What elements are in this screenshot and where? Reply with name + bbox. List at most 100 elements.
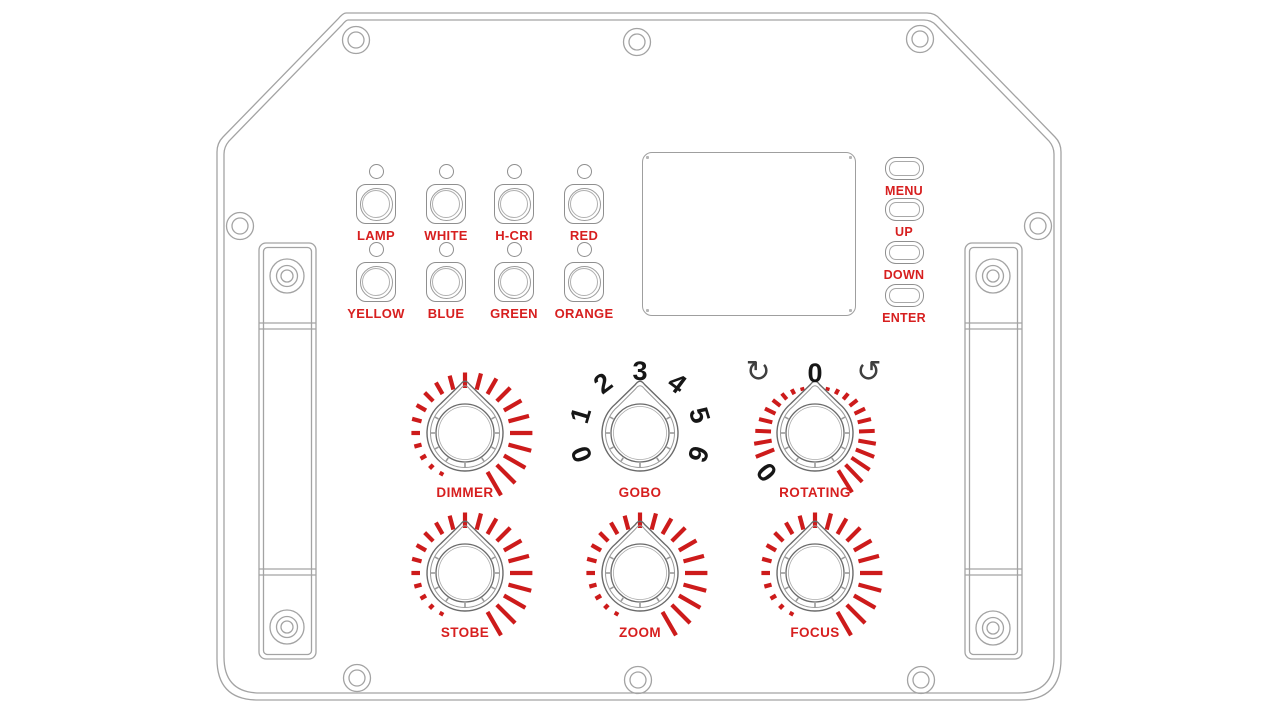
scale-tick <box>423 391 435 403</box>
button-group-white: WHITE <box>408 164 484 243</box>
scale-tick <box>598 531 610 543</box>
scale-tick <box>603 603 610 610</box>
gobo-scale-number: 0 <box>565 442 598 466</box>
scale-tick <box>845 526 862 543</box>
scale-tick <box>434 521 445 536</box>
scale-tick <box>769 593 778 601</box>
scale-tick <box>507 582 532 593</box>
scale-tick <box>485 377 499 396</box>
display-corner-mark <box>849 309 852 312</box>
scale-tick <box>586 556 598 564</box>
scale-tick <box>502 593 527 610</box>
up-button-group: UP <box>866 198 942 239</box>
scale-tick <box>753 438 773 446</box>
scale-tick <box>413 442 423 449</box>
orange-button[interactable] <box>564 262 604 302</box>
panel-outline-outer <box>216 12 1062 701</box>
scale-tick <box>858 428 875 434</box>
knurl-notch <box>784 586 789 590</box>
mounting-holes <box>225 24 1053 695</box>
scale-tick <box>495 603 517 625</box>
lamp-button[interactable] <box>356 184 396 224</box>
scale-tick <box>622 515 631 531</box>
knurl-notch <box>666 556 671 560</box>
scale-tick <box>682 582 707 593</box>
scale-tick <box>447 515 456 531</box>
button-group-lamp: LAMP <box>338 164 414 243</box>
knob-cap-circle-inner <box>788 406 842 460</box>
scale-tick <box>857 438 877 446</box>
knurl-notch <box>620 597 624 602</box>
knurl-notch <box>491 446 496 450</box>
scale-tick <box>434 381 445 396</box>
knurl-notch <box>491 556 496 560</box>
scale-tick <box>649 512 658 531</box>
dimmer-knob-label: DIMMER <box>436 485 494 500</box>
knob-cap-circle-inner <box>438 546 492 600</box>
button-group-red: RED <box>546 164 622 243</box>
up-button[interactable] <box>884 198 924 221</box>
scale-tick <box>485 610 503 637</box>
scale-tick <box>415 403 428 413</box>
scale-tick <box>853 406 866 416</box>
left-handle-rail <box>258 242 317 660</box>
knurl-notch <box>481 457 485 462</box>
stobe-knob[interactable] <box>380 488 550 658</box>
knurl-notch <box>666 586 671 590</box>
knob-group-zoom: ZOOM <box>555 488 725 658</box>
h-cri-led-indicator <box>506 164 522 179</box>
red-button[interactable] <box>564 184 604 224</box>
scale-tick <box>428 603 435 610</box>
scale-tick <box>485 470 503 497</box>
knurl-notch <box>609 586 614 590</box>
scale-tick <box>764 406 777 416</box>
gobo-scale-number: 6 <box>682 442 715 466</box>
knob-pointer-inner-line <box>780 385 850 468</box>
knurl-notch <box>609 556 614 560</box>
white-led-indicator <box>438 164 454 179</box>
scale-tick <box>855 447 875 459</box>
focus-knob[interactable] <box>730 488 900 658</box>
gobo-scale-number: 1 <box>564 404 597 427</box>
knurl-notch <box>434 586 439 590</box>
scale-tick <box>502 538 523 553</box>
knurl-notch <box>481 597 485 602</box>
scale-tick <box>788 610 795 617</box>
scale-tick <box>833 388 841 396</box>
scale-tick <box>797 515 806 531</box>
dimmer-knob[interactable] <box>380 348 550 518</box>
menu-button[interactable] <box>884 157 924 180</box>
enter-button[interactable] <box>884 284 924 307</box>
knurl-notch <box>795 457 799 462</box>
scale-tick <box>848 398 859 408</box>
display-corner-mark <box>646 156 649 159</box>
scale-tick <box>670 603 692 625</box>
lamp-button-label: LAMP <box>356 228 396 243</box>
scale-tick <box>682 553 705 564</box>
green-led-indicator <box>506 242 522 257</box>
h-cri-button[interactable] <box>494 184 534 224</box>
knob-pointer-outline <box>776 520 854 612</box>
scale-tick <box>411 416 423 424</box>
scale-tick <box>773 531 785 543</box>
knob-group-stobe: STOBE <box>380 488 550 658</box>
knob-pointer-outline <box>426 380 504 472</box>
white-button[interactable] <box>426 184 466 224</box>
down-button[interactable] <box>884 241 924 264</box>
scale-tick <box>824 512 833 531</box>
knob-pointer-inner-line <box>430 385 500 468</box>
right-handle-rail <box>964 242 1023 660</box>
blue-button[interactable] <box>426 262 466 302</box>
blue-button-label: BLUE <box>427 306 465 321</box>
zoom-knob[interactable] <box>555 488 725 658</box>
green-button[interactable] <box>494 262 534 302</box>
yellow-button[interactable] <box>356 262 396 302</box>
white-button-label: WHITE <box>424 228 468 243</box>
scale-tick <box>670 526 687 543</box>
lamp-led-indicator <box>368 164 384 179</box>
scale-tick <box>836 469 854 494</box>
green-button-label: GREEN <box>490 306 538 321</box>
knob-pointer-outline <box>601 520 679 612</box>
